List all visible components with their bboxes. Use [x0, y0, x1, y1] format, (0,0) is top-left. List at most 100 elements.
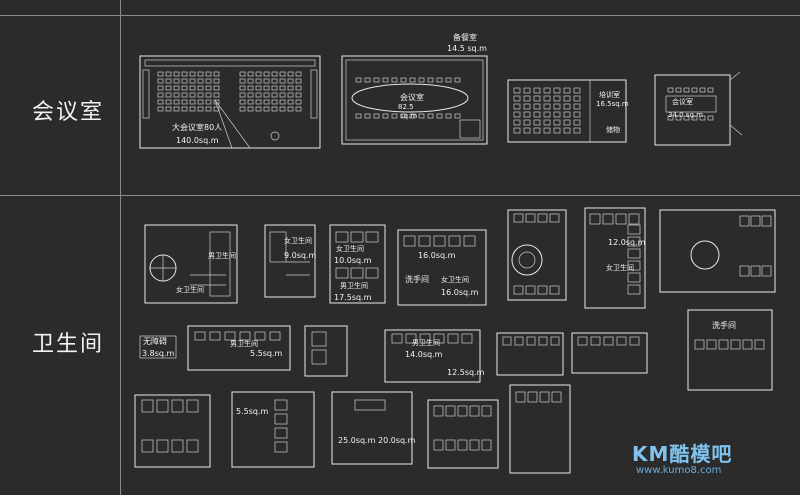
- fixture: [181, 92, 188, 98]
- fixture: [454, 77, 461, 83]
- fixture: [461, 333, 473, 344]
- classroom-plan: 培训室 16.5sq.m 储物: [507, 79, 629, 143]
- fixture: [433, 439, 444, 451]
- fixture: [481, 439, 492, 451]
- fixture: [205, 106, 212, 112]
- fixture: [205, 71, 212, 77]
- fixture: [335, 231, 349, 243]
- fixture: [254, 331, 266, 341]
- conference-area: 82.5: [398, 103, 414, 111]
- fixture: [186, 439, 199, 453]
- fixture: [739, 265, 750, 277]
- fixture: [553, 111, 561, 118]
- fixture: [365, 267, 379, 279]
- conference-plan: 会议室 82.5 sq.m 备餐室 14.5 sq.m: [341, 32, 488, 145]
- fixture: [255, 106, 262, 112]
- fixture: [706, 339, 717, 350]
- fixture: [263, 78, 270, 84]
- cloakroom-area: 14.5 sq.m: [447, 44, 487, 53]
- fixture: [463, 235, 476, 247]
- fixture: [667, 87, 674, 93]
- fixture: [189, 78, 196, 84]
- fixture: [186, 399, 199, 413]
- fixture: [457, 439, 468, 451]
- fixture: [563, 103, 571, 110]
- fixture: [189, 92, 196, 98]
- fixture: [553, 95, 561, 102]
- fixture: [543, 103, 551, 110]
- fixture: [197, 106, 204, 112]
- fixture: [549, 213, 560, 223]
- fixture: [350, 267, 364, 279]
- fixture: [627, 272, 641, 283]
- fixture: [209, 331, 221, 341]
- restroom-plan-n: [134, 394, 211, 468]
- fixture: [739, 215, 750, 227]
- label-a1: 男卫生间: [208, 251, 236, 260]
- label-e1: 12.0sq.m: [608, 238, 646, 247]
- fixture: [157, 106, 164, 112]
- fixture: [523, 111, 531, 118]
- fixture: [433, 333, 445, 344]
- fixture: [224, 331, 236, 341]
- fixture: [239, 106, 246, 112]
- fixture: [173, 99, 180, 105]
- fixture: [382, 77, 389, 83]
- fixture: [239, 78, 246, 84]
- fixture: [373, 113, 380, 119]
- small-meeting-plan: 会议室 34.0 sq.m: [654, 71, 743, 146]
- fixture: [433, 235, 446, 247]
- fixture: [171, 439, 184, 453]
- fixture: [513, 119, 521, 126]
- fixture: [675, 115, 682, 121]
- fixture: [165, 71, 172, 77]
- fixture: [141, 439, 154, 453]
- label-d2: 洗手间: [405, 274, 429, 284]
- fixture: [730, 339, 741, 350]
- fixture: [287, 99, 294, 105]
- restroom-plan-a: 男卫生间 女卫生间: [144, 224, 238, 304]
- fixture: [409, 77, 416, 83]
- label-f2: 3.8sq.m: [142, 349, 175, 358]
- fixture: [533, 103, 541, 110]
- fixture: [502, 336, 512, 346]
- fixture: [627, 284, 641, 295]
- site-logo: KM酷模吧 www.kumo8.com: [632, 438, 732, 476]
- fixture: [513, 127, 521, 134]
- fixture: [295, 78, 302, 84]
- label-i2: 20.0sq.m: [378, 436, 416, 445]
- fixture: [533, 127, 541, 134]
- fixture: [213, 71, 220, 77]
- fixture: [247, 99, 254, 105]
- fixture: [165, 78, 172, 84]
- fixture: [445, 405, 456, 417]
- fixture: [436, 113, 443, 119]
- fixture: [675, 87, 682, 93]
- label-h1: 洗手间: [712, 320, 736, 330]
- fixture: [550, 336, 560, 346]
- classroom-side-title: 培训室: [599, 90, 620, 99]
- fixture: [279, 85, 286, 91]
- fixture: [279, 92, 286, 98]
- fixture: [627, 260, 641, 271]
- fixture: [573, 103, 581, 110]
- fixture: [573, 95, 581, 102]
- fixture: [523, 95, 531, 102]
- fixture: [523, 103, 531, 110]
- classroom-side-extra: 储物: [606, 125, 620, 134]
- conference-title: 会议室: [400, 92, 424, 102]
- fixture: [247, 85, 254, 91]
- fixture: [419, 333, 431, 344]
- fixture: [279, 106, 286, 112]
- fixture: [523, 87, 531, 94]
- fixture: [274, 427, 288, 439]
- fixture: [287, 106, 294, 112]
- fixture: [533, 95, 541, 102]
- fixture: [553, 87, 561, 94]
- fixture: [263, 99, 270, 105]
- fixture: [627, 236, 641, 247]
- fixture: [549, 285, 560, 295]
- fixture: [355, 113, 362, 119]
- restroom-plan-b: 9.0sq.m 女卫生间: [264, 224, 317, 298]
- fixture: [391, 77, 398, 83]
